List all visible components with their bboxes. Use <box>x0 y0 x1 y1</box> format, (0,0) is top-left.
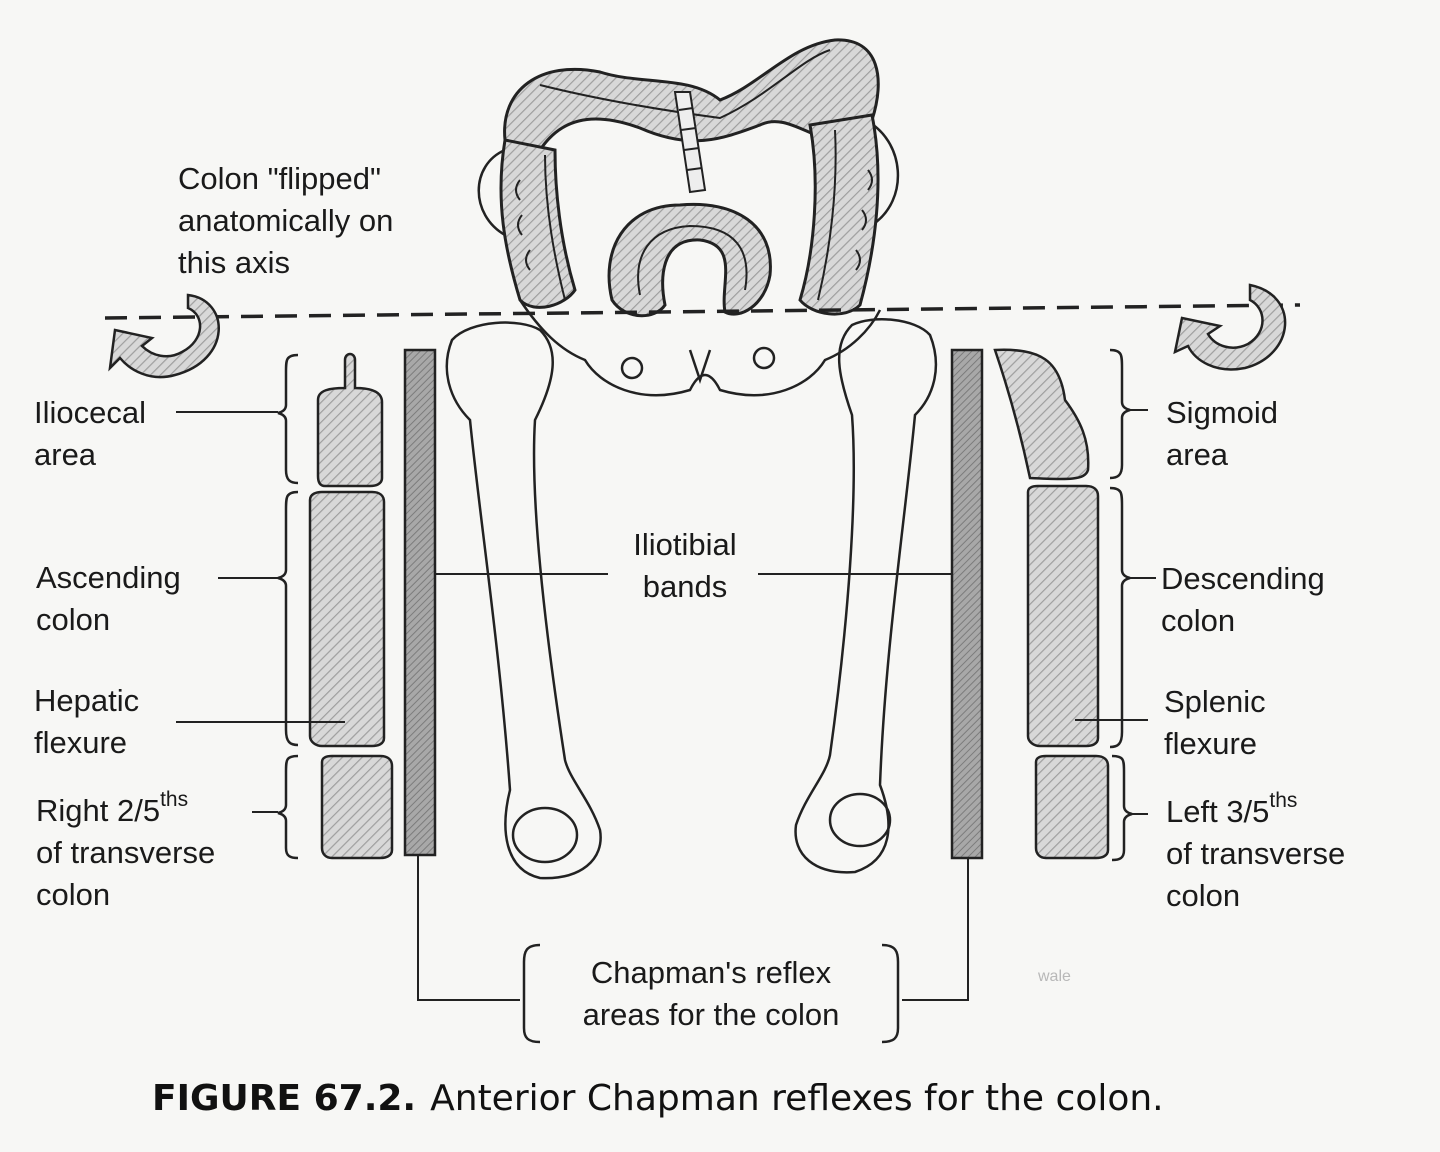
flip-axis-label: Colon "flipped" anatomically on this axi… <box>178 158 393 284</box>
flip-label-line3: this axis <box>178 245 290 280</box>
sigmoid-label: Sigmoid area <box>1166 395 1278 472</box>
left-iliotibial-band <box>950 348 984 860</box>
ascending-hepatic-segment <box>308 490 386 748</box>
right-iliotibial-band <box>403 348 437 857</box>
descending-colon-label: Descending colon <box>1161 561 1325 638</box>
right-transverse-label: Right 2/5ths of transverse colon <box>36 788 216 912</box>
pelvis-femur-illustration <box>445 299 938 880</box>
flip-label-line2: anatomically on <box>178 203 394 238</box>
left-colon-segments <box>993 348 1110 860</box>
iliotibial-bands-label: Iliotibial bands <box>633 527 737 604</box>
left-transverse-segment <box>1034 754 1110 860</box>
iliocecal-label: Iliocecal area <box>34 395 146 472</box>
colon-illustration <box>477 38 900 318</box>
figure-number: FIGURE 67.2. <box>152 1078 417 1119</box>
right-transverse-segment <box>320 754 394 860</box>
hepatic-flexure-label: Hepatic flexure <box>34 683 140 760</box>
chapman-areas-label: Chapman's reflex areas for the colon <box>582 955 840 1032</box>
right-flip-arrow-icon <box>1173 283 1287 371</box>
splenic-flexure-label: Splenic flexure <box>1164 684 1266 761</box>
left-transverse-label: Left 3/5ths of transverse colon <box>1166 789 1346 913</box>
flip-axis-line <box>104 303 1301 320</box>
figure-caption-text: Anterior Chapman reflexes for the colon. <box>430 1078 1164 1119</box>
figure-caption: FIGURE 67.2. Anterior Chapman reflexes fo… <box>152 1078 1164 1119</box>
ascending-colon-label: Ascending colon <box>36 560 181 637</box>
watermark: wale <box>1038 968 1071 985</box>
right-colon-segments <box>308 352 394 860</box>
leader-lines <box>176 409 1156 1001</box>
descending-splenic-segment <box>1026 484 1100 748</box>
sigmoid-segment <box>993 348 1090 481</box>
flip-label-line1: Colon "flipped" <box>178 161 381 196</box>
left-flip-arrow-icon <box>108 293 220 379</box>
iliocecal-segment <box>316 352 384 488</box>
